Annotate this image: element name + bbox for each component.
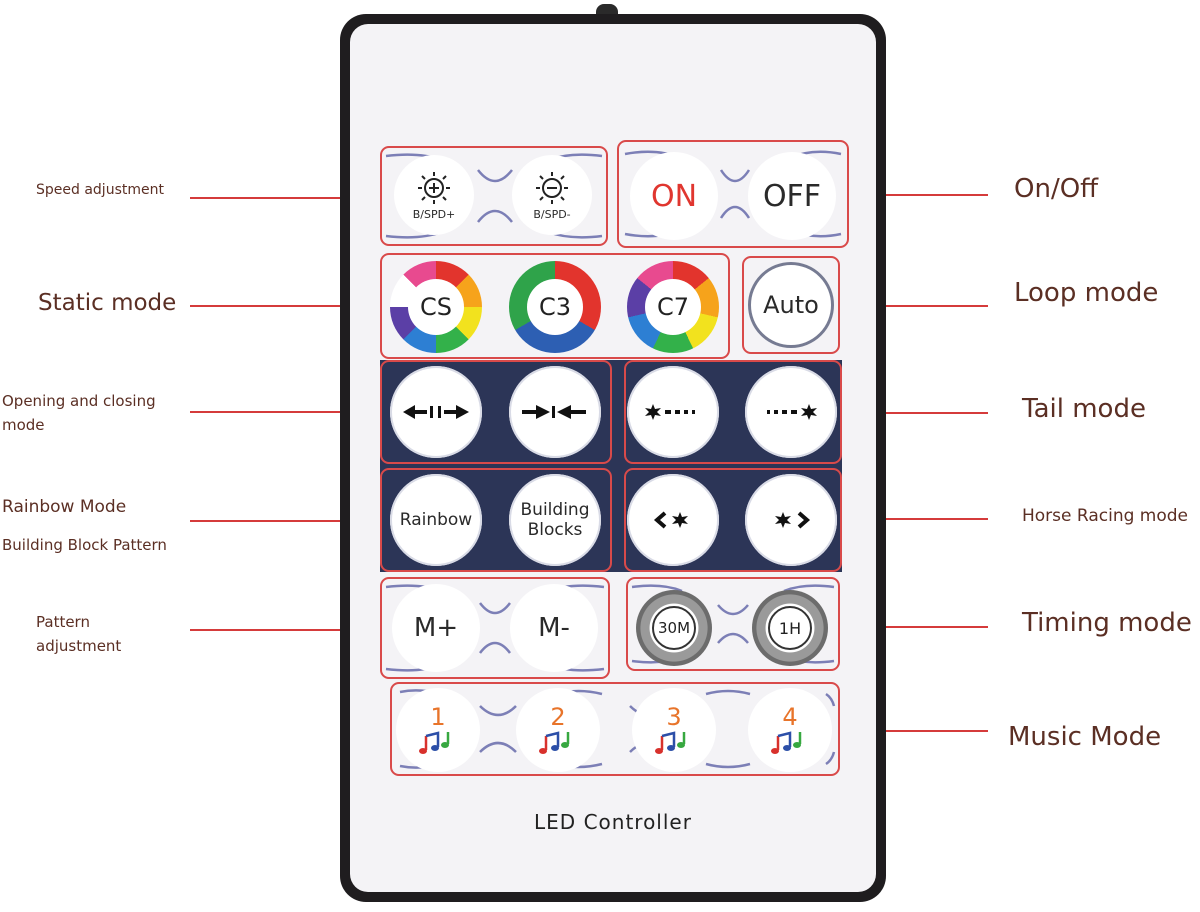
power-on-label: ON	[650, 178, 698, 214]
label-timing-mode: Timing mode	[1022, 608, 1192, 638]
rainbow-button[interactable]: Rainbow	[390, 474, 482, 566]
label-static-mode: Static mode	[38, 290, 177, 316]
arrows-inward-icon	[522, 405, 586, 419]
static-c7-inner: C7	[645, 279, 701, 335]
label-on-off: On/Off	[1014, 174, 1099, 204]
timer-1h-inner: 1H	[768, 606, 812, 650]
label-pattern-1: Pattern	[36, 613, 90, 631]
label-pattern-2: adjustment	[36, 637, 122, 655]
label-horse-racing: Horse Racing mode	[1022, 506, 1188, 526]
leader-music	[840, 730, 988, 732]
music-1-button[interactable]: 1	[396, 688, 480, 772]
label-opening-closing-2: mode	[2, 416, 45, 434]
leader-horse	[840, 518, 988, 520]
music-4-label: 4	[782, 703, 798, 731]
static-c7-button[interactable]: C7	[627, 261, 719, 353]
speed-connector	[385, 153, 603, 239]
static-c3-label: C3	[538, 293, 572, 321]
static-cs-button[interactable]: CS	[390, 261, 482, 353]
sun-minus-icon	[536, 171, 568, 204]
pattern-plus-button[interactable]: M+	[392, 584, 480, 672]
power-group-frame	[617, 140, 849, 248]
timer-1h-button[interactable]: 1H	[752, 590, 828, 666]
loop-auto-label: Auto	[763, 291, 819, 319]
building-blocks-button[interactable]: Building Blocks	[509, 474, 601, 566]
timer-30m-label: 30M	[657, 619, 691, 637]
leader-timing	[840, 626, 988, 628]
power-on-button[interactable]: ON	[630, 152, 718, 240]
leader-opening	[190, 411, 380, 413]
static-c7-label: C7	[656, 293, 690, 321]
chevron-left-star-icon	[653, 511, 688, 529]
loop-auto-button[interactable]: Auto	[748, 262, 834, 348]
music-2-button[interactable]: 2	[516, 688, 600, 772]
building-blocks-label-1: Building	[520, 500, 590, 520]
leader-speed	[190, 197, 380, 199]
speed-group-frame	[380, 146, 608, 246]
music-note-icon	[655, 731, 686, 754]
pattern-minus-button[interactable]: M-	[510, 584, 598, 672]
static-cs-inner: CS	[408, 279, 464, 335]
music-1-label: 1	[430, 703, 446, 731]
pattern-group-frame	[380, 577, 610, 679]
leader-static	[190, 305, 380, 307]
label-music-mode: Music Mode	[1008, 722, 1162, 752]
music-4-button[interactable]: 4	[748, 688, 832, 772]
tail-left-button[interactable]	[745, 366, 837, 458]
label-tail-mode: Tail mode	[1022, 394, 1146, 424]
open-button[interactable]	[390, 366, 482, 458]
label-building-block: Building Block Pattern	[2, 536, 167, 554]
music-note-icon	[771, 731, 802, 754]
building-blocks-label-2: Blocks	[527, 520, 583, 540]
power-off-label: OFF	[762, 178, 822, 214]
label-rainbow-mode: Rainbow Mode	[2, 497, 127, 517]
label-speed-adjustment: Speed adjustment	[36, 182, 164, 198]
timer-30m-button[interactable]: 30M	[636, 590, 712, 666]
star-tail-right-icon	[645, 404, 695, 420]
star-tail-left-icon	[767, 404, 817, 420]
sun-plus-icon	[418, 171, 450, 204]
timing-group-frame	[626, 577, 840, 671]
speed-down-button[interactable]: B/SPD-	[512, 155, 592, 235]
tail-group-frame	[624, 360, 842, 464]
star-chevron-right-icon	[775, 511, 811, 529]
timer-1h-label: 1H	[778, 618, 802, 638]
arrows-outward-icon	[403, 405, 469, 419]
leader-pattern	[190, 629, 380, 631]
music-3-label: 3	[666, 703, 682, 731]
music-group-frame	[390, 682, 840, 776]
rainbow-label: Rainbow	[399, 510, 473, 530]
music-note-icon	[419, 731, 450, 754]
horse-left-button[interactable]	[627, 474, 719, 566]
music-3-button[interactable]: 3	[632, 688, 716, 772]
pattern-minus-label: M-	[538, 613, 570, 643]
close-button[interactable]	[509, 366, 601, 458]
label-loop-mode: Loop mode	[1014, 278, 1159, 308]
speed-down-label: B/SPD-	[533, 207, 571, 221]
pattern-connector	[385, 584, 605, 672]
static-cs-label: CS	[420, 293, 452, 321]
loop-group-frame	[742, 256, 840, 354]
pattern-plus-label: M+	[413, 613, 459, 643]
horse-right-button[interactable]	[745, 474, 837, 566]
leader-loop	[840, 305, 988, 307]
static-group-frame	[380, 253, 730, 359]
speed-up-label: B/SPD+	[412, 207, 456, 221]
leader-tail	[840, 412, 988, 414]
timer-30m-inner: 30M	[652, 606, 696, 650]
leader-onoff	[850, 194, 988, 196]
rainbow-group-frame	[380, 468, 612, 572]
leader-rainbow	[190, 520, 380, 522]
tail-right-button[interactable]	[627, 366, 719, 458]
music-2-label: 2	[550, 703, 566, 731]
opening-group-frame	[380, 360, 612, 464]
label-opening-closing-1: Opening and closing	[2, 392, 156, 410]
static-c3-button[interactable]: C3	[509, 261, 601, 353]
power-off-button[interactable]: OFF	[748, 152, 836, 240]
static-c3-inner: C3	[527, 279, 583, 335]
music-note-icon	[539, 731, 570, 754]
speed-up-button[interactable]: B/SPD+	[394, 155, 474, 235]
horse-group-frame	[624, 468, 842, 572]
